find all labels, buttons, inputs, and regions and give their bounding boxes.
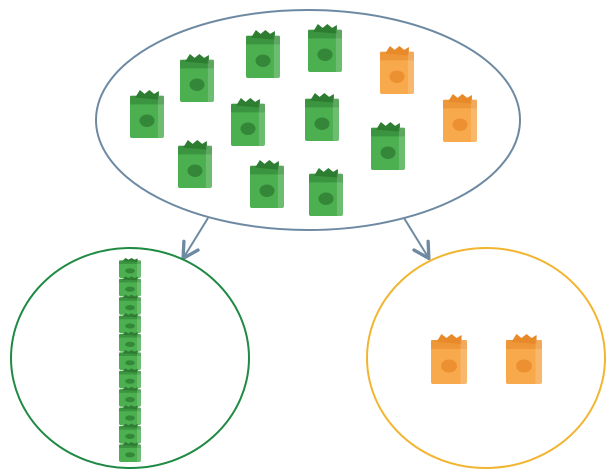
green-cube [308,24,342,72]
stacked-green-cube [119,350,141,370]
stacked-green-cube [119,405,141,426]
green-cube [246,30,280,78]
stacked-green-cube [119,276,141,297]
green-set-circle [10,247,250,469]
stacked-green-cube [119,294,141,315]
green-cube [309,168,343,216]
stacked-green-cube [119,331,141,352]
green-cube [371,122,405,170]
green-cube [231,98,265,146]
arrow-to-green-set [181,217,209,261]
arrow-to-orange-set [403,217,431,261]
sorted-orange-cube [506,334,542,384]
top-set-ellipse [95,9,521,231]
stacked-green-cube [119,313,141,334]
green-cube [178,140,212,188]
green-cube [130,90,164,138]
stacked-green-cube [119,368,141,389]
stacked-green-cube [119,442,141,462]
stacked-green-cube [119,423,141,444]
sorted-orange-cube [431,334,467,384]
orange-cube [443,94,477,142]
green-cube [250,160,284,208]
green-cube [305,93,339,141]
stacked-green-cube [119,386,141,407]
orange-set-circle [366,247,606,469]
orange-cube [380,46,414,94]
stacked-green-cube [119,258,141,278]
green-cube [180,54,214,102]
